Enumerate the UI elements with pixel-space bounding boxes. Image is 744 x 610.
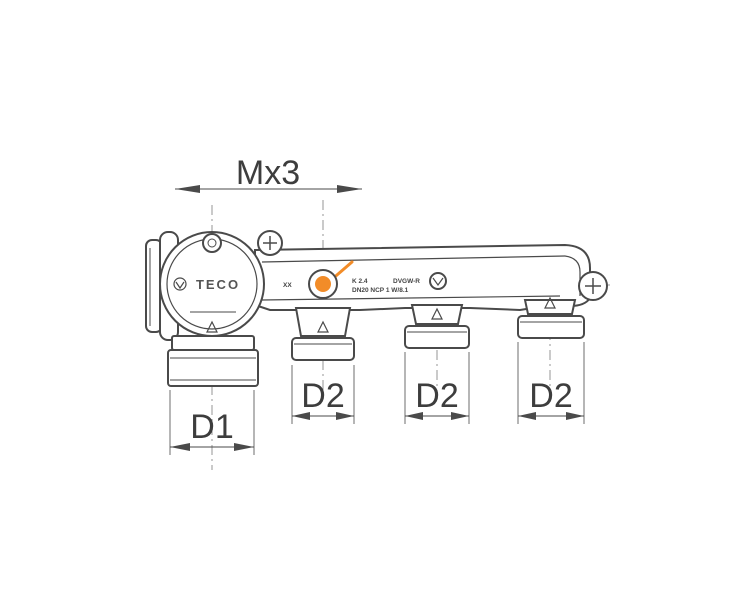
- marking-1: K 2.4: [352, 278, 368, 285]
- end-cap: [578, 271, 608, 301]
- inlet-label: D1: [190, 408, 233, 446]
- spacing-label: Mx3: [236, 154, 300, 192]
- outlet-dimension-2: D2: [404, 352, 470, 424]
- manifold-bar: [254, 243, 591, 312]
- marking-2: DVGW-R: [393, 278, 420, 285]
- outlet-1: [291, 307, 355, 361]
- inlet-connector: [167, 335, 259, 387]
- inlet-dimension: D1: [169, 390, 255, 455]
- outlet-3: [517, 296, 585, 339]
- brand-mark: TECO: [196, 277, 240, 292]
- outlet-label-3: D2: [529, 377, 572, 415]
- marking-3: DN20 NCP 1 W/8.1: [352, 287, 409, 294]
- outlet-dimension-1: D2: [291, 365, 355, 424]
- spacing-dimension: Mx3: [175, 154, 362, 193]
- bar-markings: XX K 2.4 DVGW-R DN20 NCP 1 W/8.1: [283, 272, 447, 294]
- outlet-label-1: D2: [301, 377, 344, 415]
- outlet-label-2: D2: [415, 377, 458, 415]
- outlet-2: [404, 304, 470, 349]
- indicator-gauge: [308, 260, 354, 299]
- inlet-body: TECO: [145, 230, 283, 341]
- outlet-dimension-3: D2: [517, 342, 585, 424]
- marking-left: XX: [283, 282, 292, 289]
